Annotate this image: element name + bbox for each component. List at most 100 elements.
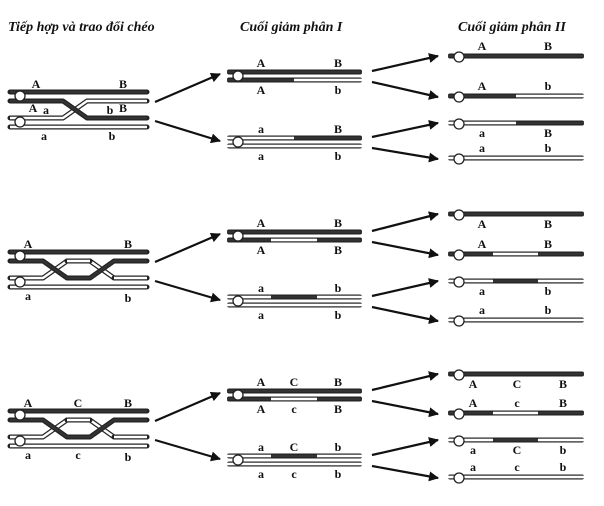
centromere-icon — [232, 70, 244, 82]
dark-segment — [538, 411, 584, 415]
chromatid — [448, 251, 584, 257]
light-segment — [448, 121, 516, 125]
allele-label: b — [107, 103, 114, 117]
chromatid — [448, 53, 584, 59]
allele-label: a — [479, 141, 485, 155]
allele-label: B — [544, 237, 552, 251]
sister-chromatid-top — [227, 135, 362, 141]
allele-label: B — [334, 243, 342, 257]
chromatid — [448, 278, 584, 284]
allele-label: A — [257, 56, 266, 70]
chromatid — [448, 317, 584, 323]
allele-label: a — [43, 103, 49, 117]
chromatid-maternal-1 — [7, 417, 150, 440]
chromatid — [448, 474, 584, 480]
allele-label: B — [124, 237, 132, 251]
centromere-icon — [232, 295, 244, 307]
allele-label: b — [109, 129, 116, 143]
chromatid-paternal-2 — [7, 98, 150, 121]
arrow-icon — [154, 119, 221, 144]
allele-label: A — [24, 396, 33, 410]
light-segment — [317, 454, 362, 458]
allele-label: A — [257, 83, 266, 97]
sister-chromatid-bottom — [227, 302, 362, 308]
dark-segment — [448, 94, 516, 98]
allele-label: B — [334, 375, 342, 389]
dark-segment — [448, 252, 493, 256]
chromatid — [448, 211, 584, 217]
allele-label: a — [25, 448, 31, 462]
allele-label: B — [544, 39, 552, 53]
light-segment — [448, 475, 584, 479]
sister-chromatid-top — [227, 69, 362, 75]
allele-label: B — [119, 101, 127, 115]
arrows-to-meiosis-2 — [371, 53, 439, 100]
allele-label: c — [514, 460, 520, 474]
chromatid — [448, 410, 584, 416]
allele-label: b — [335, 281, 342, 295]
arrows-to-meiosis-1 — [154, 232, 221, 303]
sister-chromatid-bottom — [227, 143, 362, 149]
allele-label: A — [32, 77, 41, 91]
centromere-icon — [14, 276, 26, 288]
arrows-to-meiosis-2 — [371, 119, 439, 163]
allele-label: A — [478, 217, 487, 231]
allele-label: B — [559, 377, 567, 391]
arrow-icon — [371, 437, 439, 457]
arrow-icon — [371, 464, 439, 482]
dark-segment — [317, 397, 362, 401]
allele-label: b — [545, 141, 552, 155]
allele-label: B — [119, 77, 127, 91]
allele-label: b — [335, 440, 342, 454]
light-segment — [227, 303, 362, 307]
allele-label: A — [257, 243, 266, 257]
chromatid-outline — [7, 258, 150, 281]
centromere-icon — [453, 153, 465, 165]
light-segment — [271, 397, 317, 401]
light-segment — [294, 78, 362, 82]
centromere-icon — [14, 409, 26, 421]
centromere-icon — [453, 118, 465, 130]
dark-segment — [271, 454, 317, 458]
chromatid-fill — [10, 99, 147, 120]
allele-label: B — [124, 396, 132, 410]
arrow-icon — [154, 438, 221, 462]
arrow-icon — [371, 240, 439, 259]
light-segment — [448, 318, 584, 322]
centromere-icon — [453, 472, 465, 484]
allele-label: B — [334, 216, 342, 230]
allele-label: a — [470, 460, 476, 474]
allele-label: c — [291, 402, 297, 416]
light-segment — [493, 252, 538, 256]
light-segment — [227, 462, 362, 466]
centromere-icon — [453, 369, 465, 381]
allele-label: b — [335, 467, 342, 481]
dark-segment — [448, 54, 584, 58]
dark-segment — [538, 252, 584, 256]
allele-label: b — [545, 284, 552, 298]
sister-chromatid-bottom — [227, 77, 362, 83]
allele-label: A — [257, 402, 266, 416]
arrow-icon — [371, 119, 439, 139]
dark-segment — [227, 230, 362, 234]
dark-segment — [516, 121, 584, 125]
chromatid-fill — [10, 259, 147, 280]
allele-label: A — [478, 39, 487, 53]
chromatid — [448, 120, 584, 126]
